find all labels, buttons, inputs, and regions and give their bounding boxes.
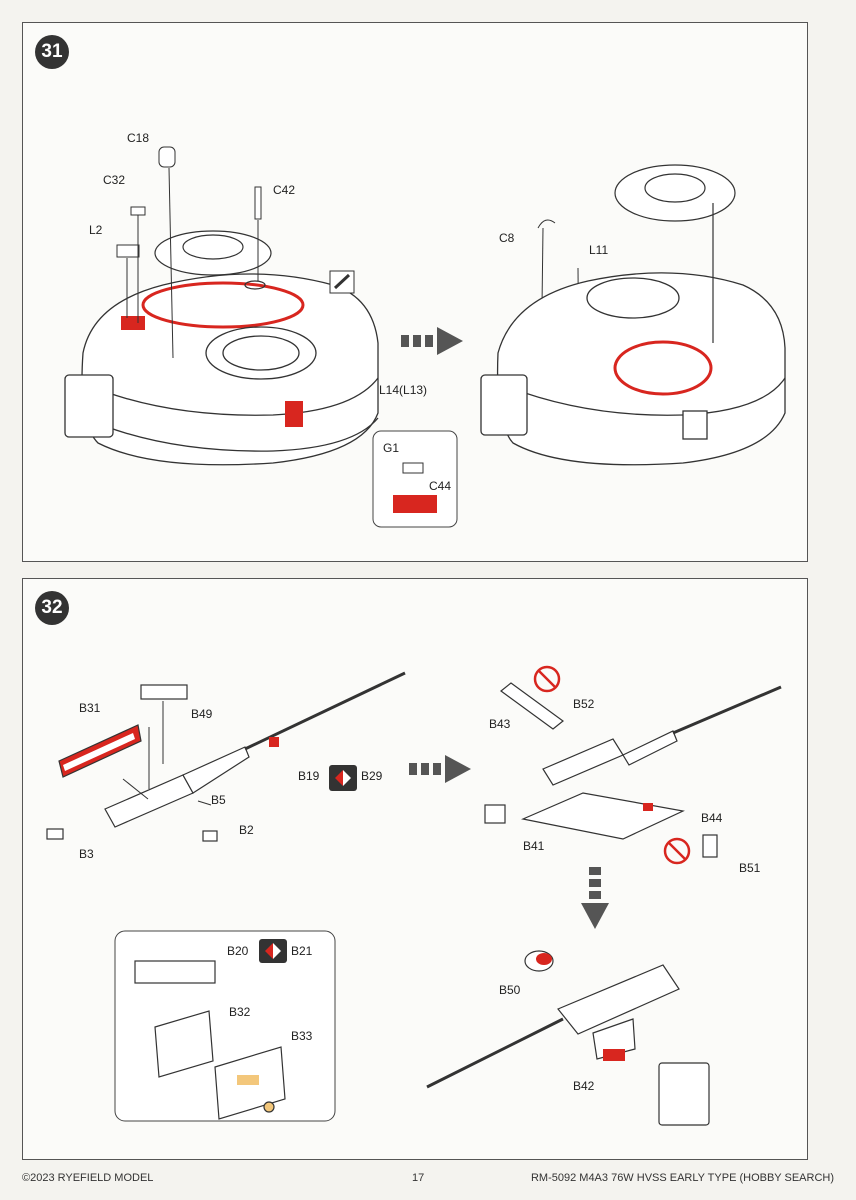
label-b44: B44	[701, 811, 723, 825]
label-g1: G1	[383, 441, 400, 455]
label-b33: B33	[291, 1029, 313, 1043]
hatch-left	[154, 230, 272, 276]
label-l2: L2	[89, 223, 103, 237]
label-b3: B3	[79, 847, 94, 861]
step-number: 31	[35, 35, 69, 69]
gun-left	[46, 671, 406, 842]
label-b51: B51	[739, 861, 761, 875]
inset-parts	[134, 960, 286, 1120]
glue-icon	[329, 270, 355, 294]
turret-left	[64, 273, 379, 466]
label-b41: B41	[523, 839, 545, 853]
label-b19: B19	[298, 769, 320, 783]
label-l11: L11	[589, 243, 609, 257]
label-b49: B49	[191, 707, 213, 721]
label-b52: B52	[573, 697, 595, 711]
step-31-panel: 31	[22, 22, 808, 562]
label-b42: B42	[573, 1079, 595, 1093]
label-b43: B43	[489, 717, 511, 731]
label-b2: B2	[239, 823, 254, 837]
machine-gun-assembly-drawing	[46, 665, 782, 1126]
step-32-panel: 32	[22, 578, 808, 1160]
down-arrow	[581, 867, 609, 929]
label-b29: B29	[361, 769, 383, 783]
label-b31: B31	[79, 701, 101, 715]
label-c42: C42	[273, 183, 296, 197]
turret-assembly-drawing	[64, 146, 786, 528]
product-code: RM-5092 M4A3 76W HVSS EARLY TYPE (HOBBY …	[530, 1172, 834, 1184]
label-b5: B5	[211, 793, 226, 807]
label-b32: B32	[229, 1005, 251, 1019]
gun-right	[484, 682, 782, 858]
copyright: ©2023 RYEFIELD MODEL	[22, 1172, 154, 1184]
label-b50: B50	[499, 983, 521, 997]
next-arrow	[409, 755, 471, 783]
gun-final	[426, 950, 710, 1126]
hatch-right	[614, 164, 736, 343]
label-l14: L14(L13)	[379, 383, 428, 397]
label-b20: B20	[227, 944, 249, 958]
label-c8: C8	[499, 231, 515, 245]
label-c32: C32	[103, 173, 126, 187]
page-number: 17	[412, 1172, 425, 1184]
turret-right	[480, 272, 786, 466]
step-number: 32	[35, 591, 69, 625]
next-arrow	[401, 327, 463, 355]
no-glue-icon	[533, 665, 691, 865]
label-b21: B21	[291, 944, 313, 958]
page-footer: ©2023 RYEFIELD MODEL 17 RM-5092 M4A3 76W…	[22, 1172, 834, 1192]
label-c18: C18	[127, 131, 150, 145]
label-c44: C44	[429, 479, 452, 493]
